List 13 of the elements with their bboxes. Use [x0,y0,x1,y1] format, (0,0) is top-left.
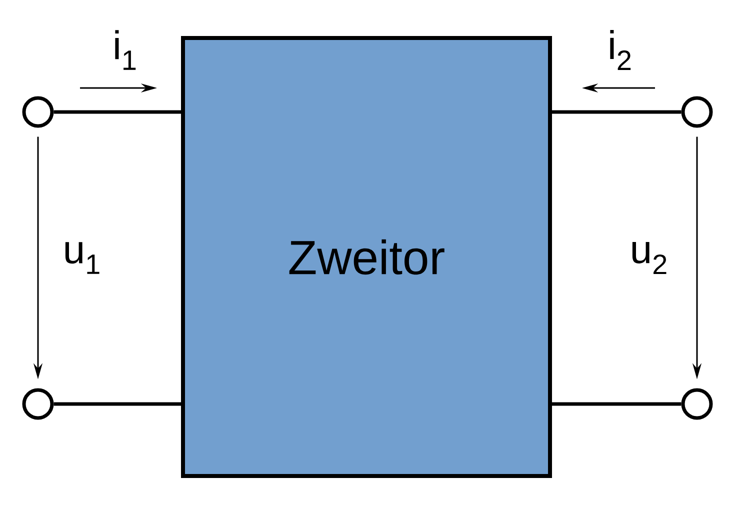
current-label: i$_{1}$ [115,30,136,70]
current-label: i$_{2}$ [610,30,631,70]
terminal-circle [681,388,713,420]
wire [552,402,682,406]
terminal-circle [22,388,54,420]
edge-label: u$_{1}$ [65,242,100,274]
terminal-circle [22,96,54,128]
wire [552,110,682,114]
wire [54,110,181,114]
wire [54,402,181,406]
two-port-box: Zweitor [181,36,552,478]
terminal-circle [681,96,713,128]
edge-label: u$_{2}$ [632,242,666,274]
